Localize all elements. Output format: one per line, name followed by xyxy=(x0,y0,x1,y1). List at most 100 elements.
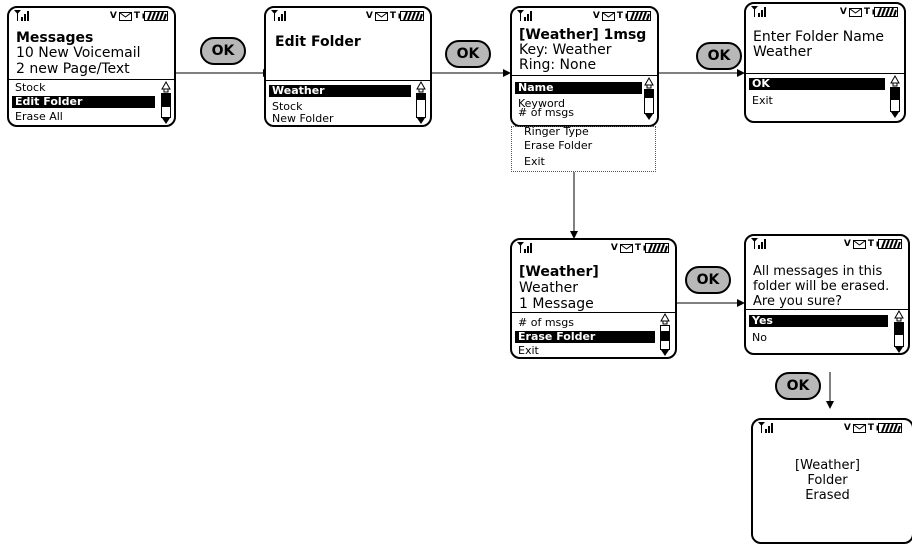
menu-item-erase-all[interactable]: Erase All xyxy=(15,110,63,123)
folder-name-input[interactable]: Weather xyxy=(753,44,812,60)
voicemail-indicator: V xyxy=(843,239,851,249)
battery-icon xyxy=(876,423,902,433)
confirm-line-2: folder will be erased. xyxy=(753,279,890,294)
keyword-line: Key: Weather xyxy=(519,42,612,58)
voicemail-indicator: V xyxy=(365,11,373,21)
voicemail-indicator: V xyxy=(843,423,851,433)
screen-title: [Weather] xyxy=(519,264,599,280)
page-text-count: 2 new Page/Text xyxy=(16,61,130,77)
menu-item-exit[interactable]: Exit xyxy=(518,344,539,357)
status-bar: V T xyxy=(266,8,430,24)
menu-item-weather[interactable]: Weather xyxy=(269,85,411,97)
signal-icon xyxy=(758,422,773,433)
voicemail-indicator: V xyxy=(839,7,847,17)
voicemail-indicator: V xyxy=(592,11,600,21)
menu-item-ringer-type[interactable]: Ringer Type xyxy=(524,125,589,138)
ok-button[interactable]: OK xyxy=(685,266,731,294)
status-bar: V T xyxy=(746,4,904,20)
phone-screen-folder-erased: V T [Weather] Folder Erased xyxy=(751,418,912,544)
menu-item-exit[interactable]: Exit xyxy=(524,155,545,168)
phone-screen-folder-options: V T [Weather] 1msg Key: Weather Ring: No… xyxy=(510,6,659,127)
text-indicator: T xyxy=(616,11,623,21)
scrollbar[interactable] xyxy=(894,310,904,354)
confirm-question: Are you sure? xyxy=(753,294,843,309)
menu-item-erase-folder[interactable]: Erase Folder xyxy=(515,331,655,343)
menu-item-exit[interactable]: Exit xyxy=(752,94,773,107)
text-indicator: T xyxy=(634,243,641,253)
envelope-icon xyxy=(374,11,388,21)
text-indicator: T xyxy=(867,239,874,249)
text-indicator: T xyxy=(867,423,874,433)
status-bar: V T xyxy=(746,236,908,252)
scrollbar[interactable] xyxy=(161,81,171,125)
menu-item-stock[interactable]: Stock xyxy=(15,81,46,94)
scrollbar[interactable] xyxy=(890,75,900,119)
status-bar: V T xyxy=(512,8,657,24)
signal-icon xyxy=(751,6,766,17)
menu-item-yes[interactable]: Yes xyxy=(749,315,888,327)
ok-button[interactable]: OK xyxy=(445,40,491,68)
envelope-icon xyxy=(601,11,615,21)
scrollbar[interactable] xyxy=(660,313,670,357)
battery-icon xyxy=(872,7,898,17)
battery-icon xyxy=(398,11,424,21)
voicemail-indicator: V xyxy=(610,243,618,253)
prompt-text: Enter Folder Name xyxy=(753,29,885,45)
message-count: 1 Message xyxy=(519,296,594,312)
phone-screen-folder-erase: V T [Weather] Weather 1 Message # of msg… xyxy=(510,238,677,359)
menu-item-num-msgs[interactable]: # of msgs xyxy=(518,316,574,329)
phone-screen-messages: V T Messages 10 New Voicemail 2 new Page… xyxy=(7,6,176,127)
hidden-menu-items: Ringer Type Erase Folder Exit xyxy=(511,126,656,172)
ok-button[interactable]: OK xyxy=(775,372,821,400)
menu-item-edit-folder[interactable]: Edit Folder xyxy=(12,96,155,108)
menu-item-new-folder[interactable]: New Folder xyxy=(272,112,334,125)
phone-screen-erase-confirm: V T All messages in this folder will be … xyxy=(744,234,910,355)
signal-icon xyxy=(751,238,766,249)
signal-icon xyxy=(517,10,532,21)
separator xyxy=(9,79,174,80)
voicemail-count: 10 New Voicemail xyxy=(16,45,141,61)
screen-title: [Weather] 1msg xyxy=(519,27,647,43)
separator xyxy=(746,73,904,74)
battery-icon xyxy=(625,11,651,21)
menu-item-no[interactable]: No xyxy=(752,331,767,344)
screen-title: Messages xyxy=(16,30,94,46)
separator xyxy=(266,80,430,81)
menu-item-stock[interactable]: Stock xyxy=(272,100,303,113)
separator xyxy=(512,312,675,313)
signal-icon xyxy=(517,242,532,253)
status-bar: V T xyxy=(753,420,912,436)
signal-icon xyxy=(271,10,286,21)
menu-item-name[interactable]: Name xyxy=(515,82,642,94)
separator xyxy=(746,309,908,310)
erased-line-3: Erased xyxy=(805,488,850,503)
text-indicator: T xyxy=(133,11,140,21)
battery-icon xyxy=(876,239,902,249)
screen-title: Edit Folder xyxy=(275,34,361,50)
voicemail-indicator: V xyxy=(109,11,117,21)
confirm-line-1: All messages in this xyxy=(753,264,883,279)
signal-icon xyxy=(14,10,29,21)
scrollbar[interactable] xyxy=(644,77,654,121)
envelope-icon xyxy=(848,7,862,17)
status-bar: V T xyxy=(512,240,675,256)
envelope-icon xyxy=(852,423,866,433)
envelope-icon xyxy=(852,239,866,249)
menu-item-keyword[interactable]: Keyword xyxy=(518,97,565,110)
battery-icon xyxy=(142,11,168,21)
status-bar: V T xyxy=(9,8,174,24)
erased-line-2: Folder xyxy=(807,473,848,488)
ok-button[interactable]: OK xyxy=(696,42,742,70)
phone-screen-edit-folder: V T Edit Folder Weather Stock New Folder xyxy=(264,6,432,127)
envelope-icon xyxy=(619,243,633,253)
battery-icon xyxy=(643,243,669,253)
scrollbar[interactable] xyxy=(416,81,426,125)
ok-button[interactable]: OK xyxy=(200,37,246,65)
separator xyxy=(512,75,657,76)
menu-item-ok[interactable]: OK xyxy=(749,78,885,90)
text-indicator: T xyxy=(389,11,396,21)
text-indicator: T xyxy=(863,7,870,17)
envelope-icon xyxy=(118,11,132,21)
menu-item-num-msgs[interactable]: # of msgs xyxy=(518,106,574,119)
menu-item-erase-folder[interactable]: Erase Folder xyxy=(524,139,593,152)
